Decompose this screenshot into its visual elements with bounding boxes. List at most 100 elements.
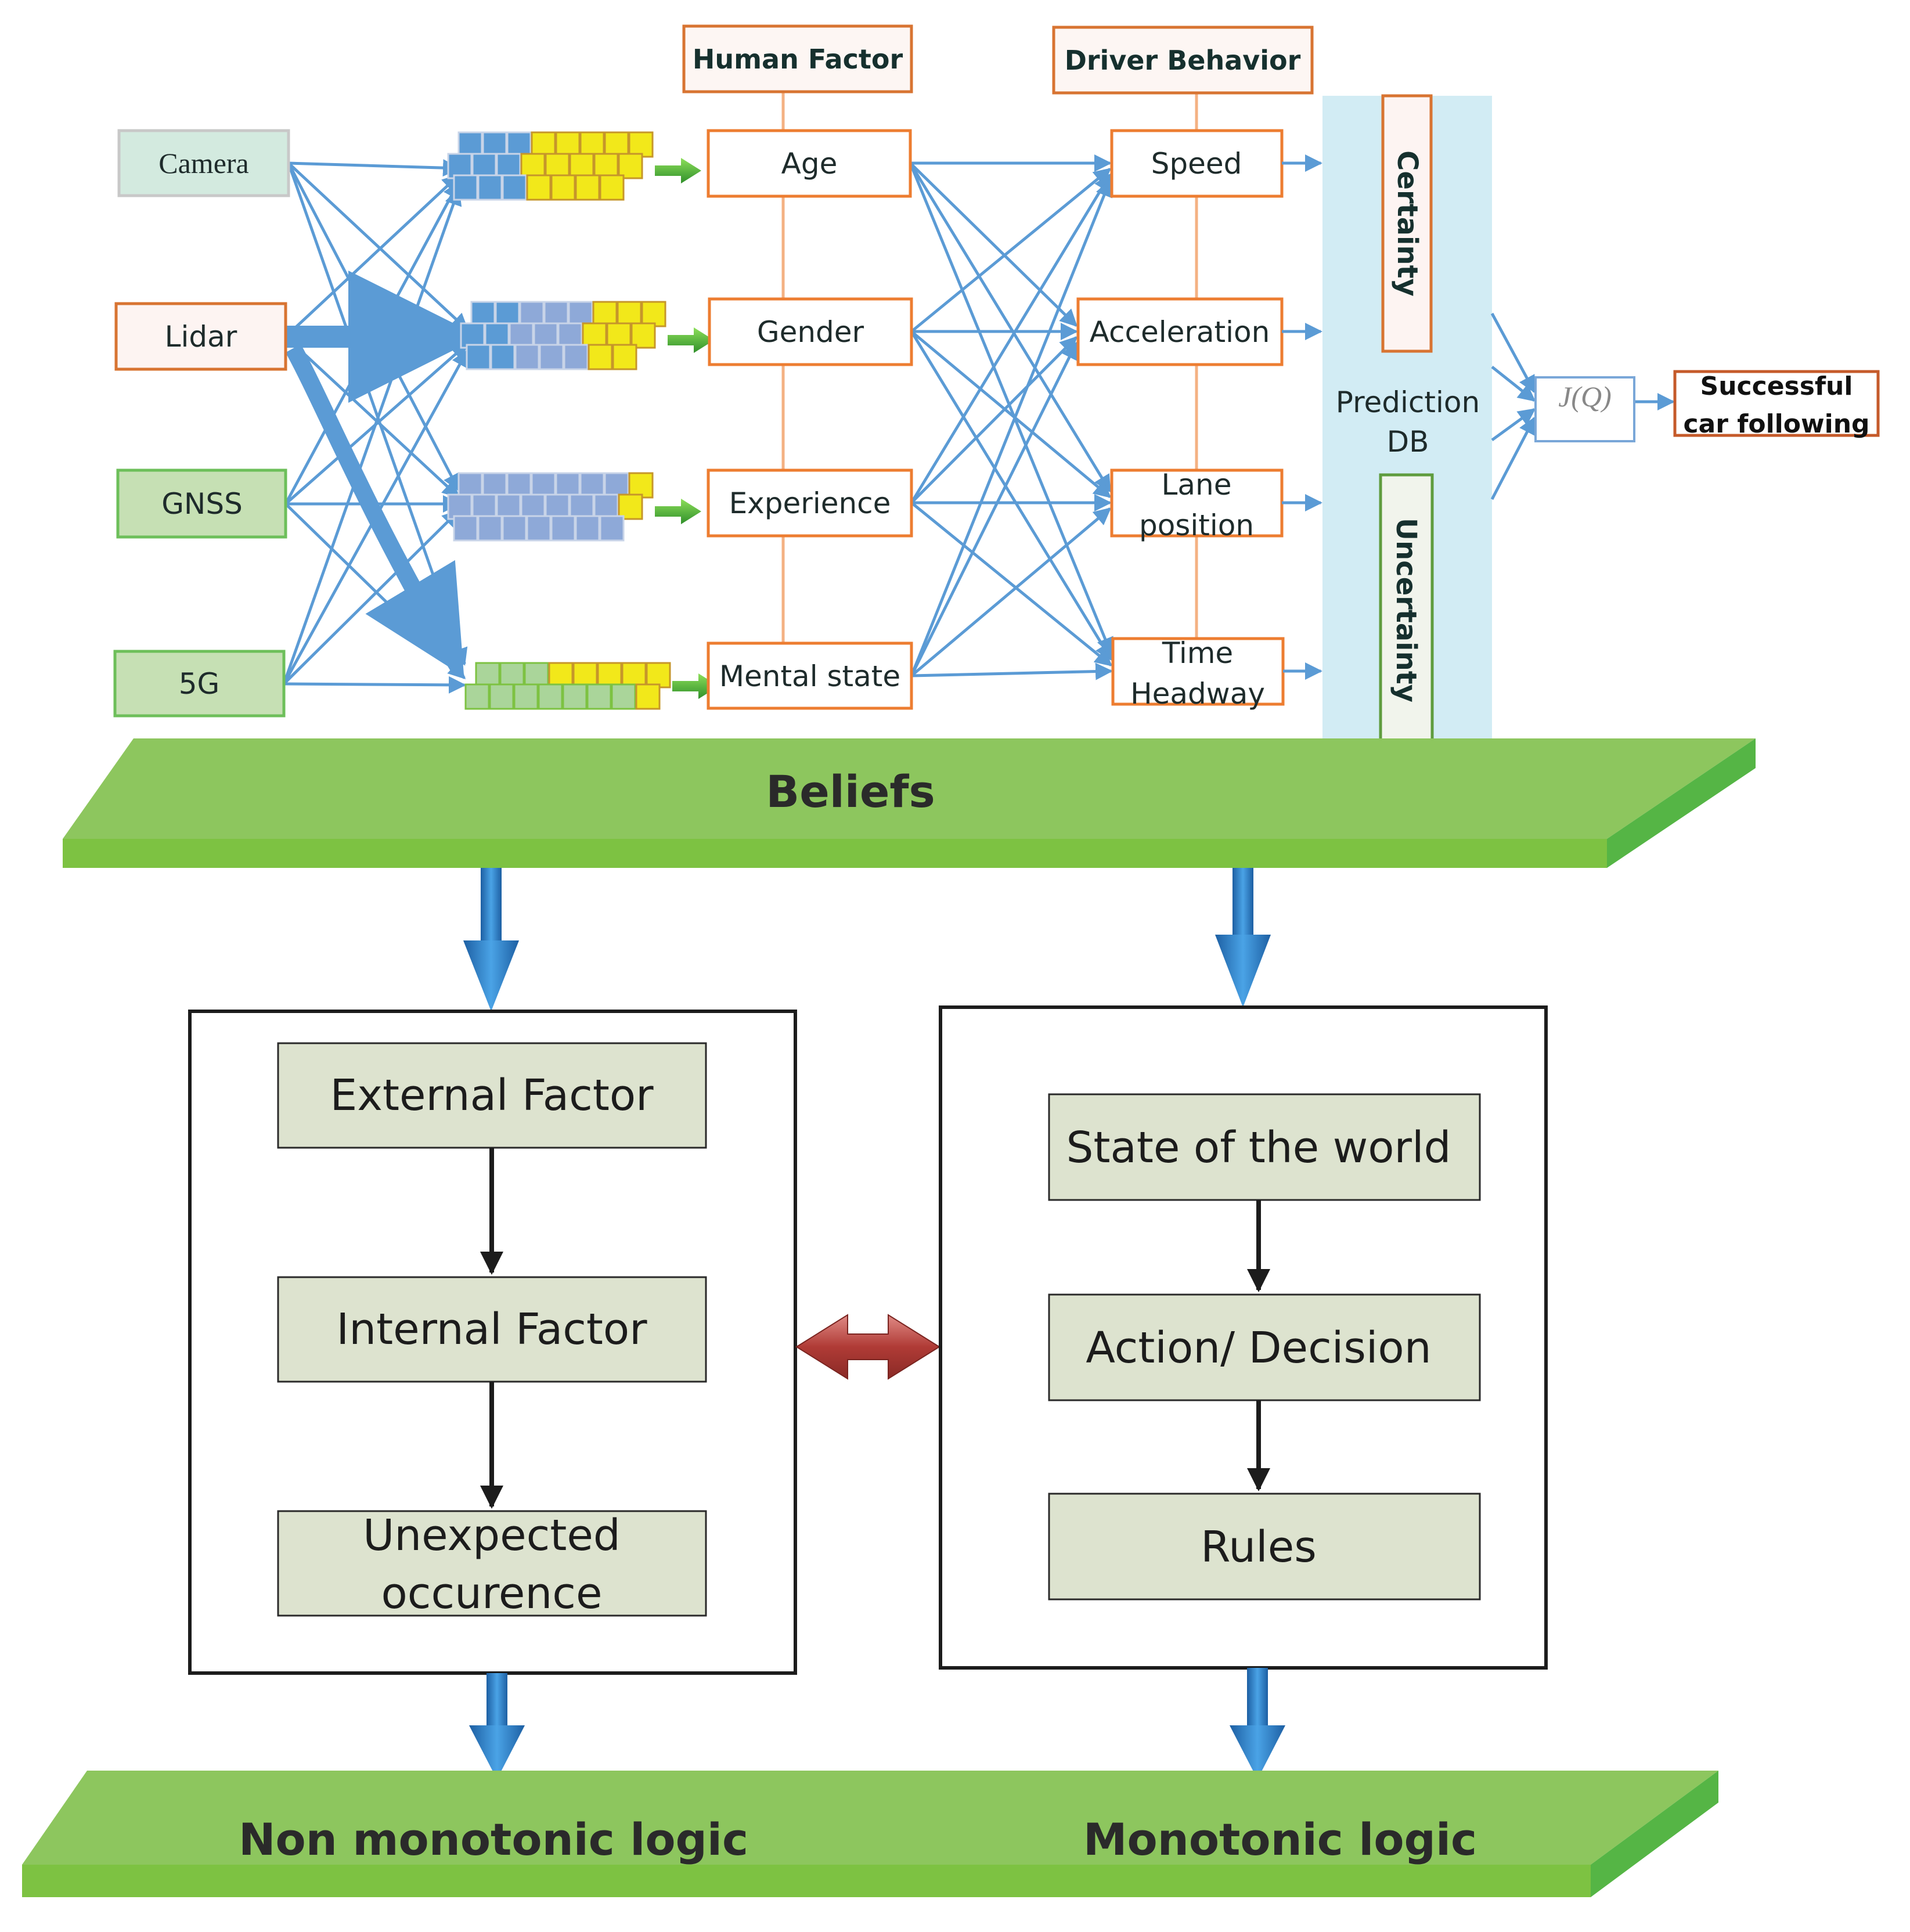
svg-text:Gender: Gender (757, 315, 864, 349)
svg-text:Uncertainty: Uncertainty (1390, 518, 1422, 702)
sensor-edge (287, 163, 468, 666)
queue-cell (470, 301, 496, 327)
queue-cell (575, 515, 600, 542)
prediction-db-content: Certainty Prediction DB Uncertainty (1336, 94, 1480, 748)
queue-cell (482, 472, 507, 499)
queue-cell (592, 301, 618, 327)
sensor-camera[interactable]: Camera (117, 129, 290, 197)
factor-gender[interactable]: Gender (708, 297, 913, 366)
queue-stack (447, 472, 701, 542)
queue-cell (618, 153, 643, 179)
queue-cell (477, 515, 503, 542)
svg-text:Experience: Experience (729, 486, 891, 520)
sensor-gnss[interactable]: GNSS (116, 468, 287, 539)
svg-text:Internal Factor: Internal Factor (336, 1304, 647, 1354)
svg-text:State of the world: State of the world (1066, 1123, 1451, 1173)
queue-cell (490, 344, 516, 370)
svg-text:Certainty: Certainty (1391, 150, 1424, 297)
step-state-of-the-world[interactable]: State of the world (1048, 1093, 1481, 1201)
step-external-factor[interactable]: External Factor (277, 1042, 707, 1149)
factor-edge (910, 341, 1078, 677)
factor-edge (910, 330, 1113, 661)
factor-edge (910, 168, 1112, 333)
human-factor-column: Human Factor Age Gender Experience Menta… (682, 24, 913, 710)
beliefs-layer: Beliefs (63, 738, 1756, 868)
queue-cell (575, 174, 600, 201)
logic-layer: Non monotonic logic Monotonic logic (22, 1771, 1718, 1897)
queue-cell (519, 301, 545, 327)
factor-experience[interactable]: Experience (707, 468, 913, 538)
queue-cell (617, 301, 642, 327)
queue-cell (618, 493, 643, 520)
queue-output-arrow-icon (668, 327, 714, 353)
queue-cell (489, 683, 514, 710)
queue-cell (484, 322, 510, 349)
svg-text:Mental state: Mental state (719, 659, 900, 693)
queue-cell (611, 683, 636, 710)
queue-cell (457, 472, 483, 499)
sensor-lidar[interactable]: Lidar (114, 302, 287, 371)
queue-cell (588, 344, 613, 370)
uncertainty-box[interactable]: Uncertainty (1379, 473, 1434, 748)
svg-text:Successful: Successful (1700, 372, 1853, 401)
queue-cell (539, 344, 564, 370)
sensor-edge (288, 159, 460, 177)
factor-edge (910, 336, 1078, 504)
queue-cell (548, 662, 574, 689)
queue-stack (460, 301, 714, 370)
step-rules[interactable]: Rules (1048, 1493, 1481, 1601)
sensor-edge (284, 174, 460, 338)
objective-function-box[interactable]: J(Q) (1534, 376, 1635, 442)
down-arrow-icon (1230, 1668, 1285, 1779)
outcome-box[interactable]: Successful car following (1673, 370, 1880, 439)
queue-cell (646, 662, 671, 689)
svg-text:Acceleration: Acceleration (1090, 315, 1270, 349)
svg-text:External Factor: External Factor (330, 1070, 654, 1120)
queue-cell (550, 515, 576, 542)
sensor-label: Lidar (165, 320, 237, 354)
sensor-edge (283, 509, 460, 685)
queue-cell (599, 174, 625, 201)
sensor-5g[interactable]: 5G (113, 650, 286, 718)
queue-cell (604, 472, 629, 499)
behavior-to-db-edges (1282, 154, 1322, 680)
beliefs-label: Beliefs (766, 766, 935, 817)
queue-cell (572, 662, 598, 689)
human-factor-to-behavior-edges (909, 154, 1113, 680)
queue-cell (524, 662, 549, 689)
queue-cell (471, 153, 497, 179)
factor-mental-state[interactable]: Mental state (707, 641, 913, 710)
queue-cell (509, 322, 534, 349)
queue-cell (526, 515, 552, 542)
svg-text:Rules: Rules (1201, 1522, 1317, 1572)
down-arrow-icon (463, 868, 519, 1011)
factor-edge (911, 662, 1113, 680)
behavior-acceleration[interactable]: Acceleration (1076, 297, 1284, 366)
factor-edge (909, 162, 1112, 493)
sensor-edge (284, 336, 460, 499)
queue-cell (531, 131, 556, 158)
behavior-speed[interactable]: Speed (1110, 129, 1284, 198)
lidar-strong-edges (285, 271, 481, 677)
sensor-label: Camera (158, 147, 248, 179)
certainty-box[interactable]: Certainty (1381, 94, 1433, 353)
queue-cell (453, 515, 478, 542)
sensor-label: 5G (179, 667, 220, 701)
step-internal-factor[interactable]: Internal Factor (277, 1276, 707, 1383)
queue-cell (555, 472, 581, 499)
queue-cell (526, 174, 552, 201)
factor-edge (910, 507, 1112, 677)
factor-edge (910, 330, 1112, 498)
factor-age[interactable]: Age (707, 129, 912, 198)
step-action-decision[interactable]: Action/ Decision (1048, 1293, 1481, 1401)
queue-cell (475, 662, 500, 689)
factor-edge (910, 173, 1112, 504)
non-monotonic-logic-label: Non monotonic logic (239, 1814, 748, 1865)
queue-output-arrow-icon (655, 158, 701, 183)
svg-text:Speed: Speed (1151, 147, 1242, 181)
